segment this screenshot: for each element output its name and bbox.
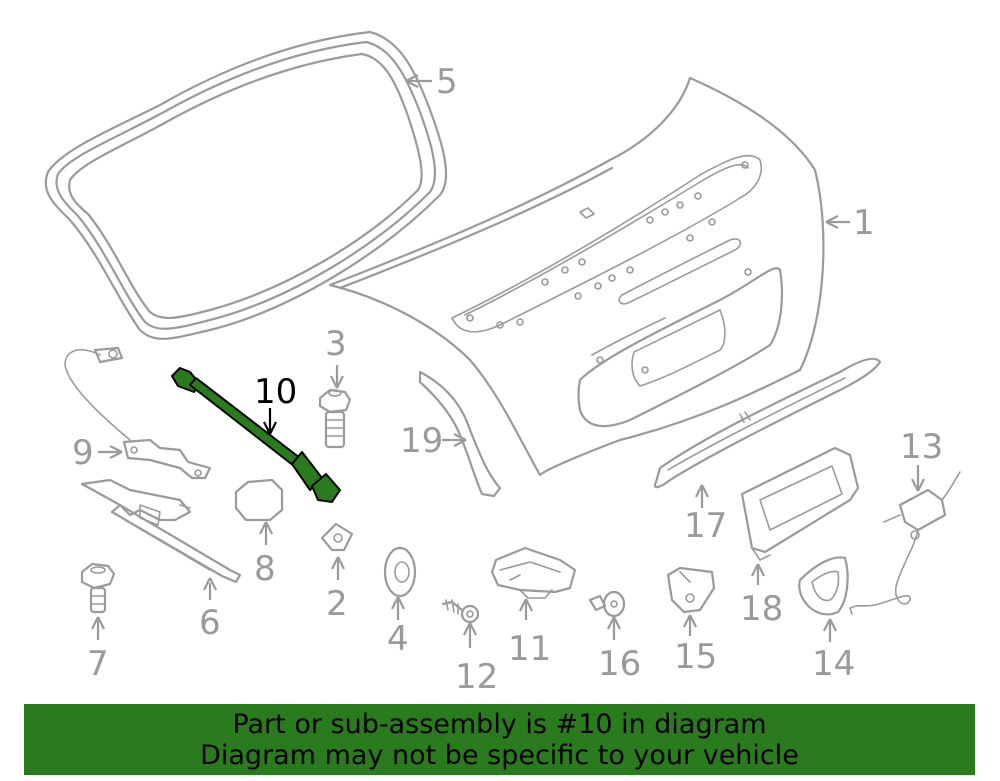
part-1-trunk-lid[interactable] [328,76,825,477]
leader-2-arrow [331,556,345,570]
label-15[interactable]: 15 [674,637,717,677]
label-9[interactable]: 9 [72,433,94,473]
part-4-bumper[interactable] [383,546,417,598]
label-13[interactable]: 13 [900,427,943,467]
leader-3-arrow [330,375,344,389]
banner-line-1: Part or sub-assembly is #10 in diagram [232,708,767,740]
label-7[interactable]: 7 [87,644,109,684]
part-14-bezel[interactable] [798,556,849,616]
part-2-clip[interactable] [320,522,354,552]
part-18-housing[interactable] [740,446,860,561]
part-7-bolt[interactable] [80,562,116,614]
leader-6-arrow [203,577,217,591]
label-11[interactable]: 11 [508,629,551,669]
part-19-trim-strip[interactable] [418,370,502,498]
label-14[interactable]: 14 [812,644,855,684]
label-10[interactable]: 10 [254,372,297,412]
label-19[interactable]: 19 [400,421,443,461]
part-11-latch[interactable] [490,546,577,599]
leader-15-arrow [683,614,697,628]
label-18[interactable]: 18 [740,589,783,629]
leader-7-arrow [91,616,105,630]
part-10-lift-support-strut[interactable] [171,367,341,503]
leader-8-arrow [259,521,273,535]
label-16[interactable]: 16 [598,644,641,684]
parts-diagram: 5 1 [44,30,961,697]
leader-12-arrow [463,622,477,636]
leader-10-arrow [263,421,277,435]
leader-4-arrow [391,596,405,610]
leader-16-arrow [607,616,621,630]
leader-14-arrow [823,618,837,632]
leader-17-arrow [695,484,709,498]
label-4[interactable]: 4 [387,619,409,659]
part-6-hinge[interactable] [80,478,242,584]
label-5[interactable]: 5 [436,62,458,102]
part-9-cable[interactable] [64,346,212,480]
part-16-push-clip[interactable] [588,590,626,618]
part-15-bracket[interactable] [666,566,716,614]
leader-9-arrow [109,445,123,459]
part-12-screw[interactable] [441,599,480,624]
label-12[interactable]: 12 [455,657,498,697]
leader-13-arrow [911,478,925,492]
label-3[interactable]: 3 [325,324,347,364]
leader-18-arrow [751,563,765,577]
leader-1-arrow [825,215,839,229]
part-17-spoiler[interactable] [653,357,882,489]
part-8-pad[interactable] [234,478,284,522]
part-5-weatherstrip[interactable] [44,30,448,340]
label-1[interactable]: 1 [853,203,875,243]
label-8[interactable]: 8 [254,549,276,589]
leader-19-arrow [453,433,467,447]
part-13-actuator[interactable] [849,471,961,615]
part-3-bolt[interactable] [318,388,352,449]
leader-5-arrow [405,74,419,88]
banner-line-2: Diagram may not be specific to your vehi… [200,739,799,771]
label-17[interactable]: 17 [684,506,727,546]
label-2[interactable]: 2 [326,584,348,624]
leader-11-arrow [519,598,533,612]
notice-banner: Part or sub-assembly is #10 in diagram D… [24,704,975,775]
label-6[interactable]: 6 [199,603,221,643]
